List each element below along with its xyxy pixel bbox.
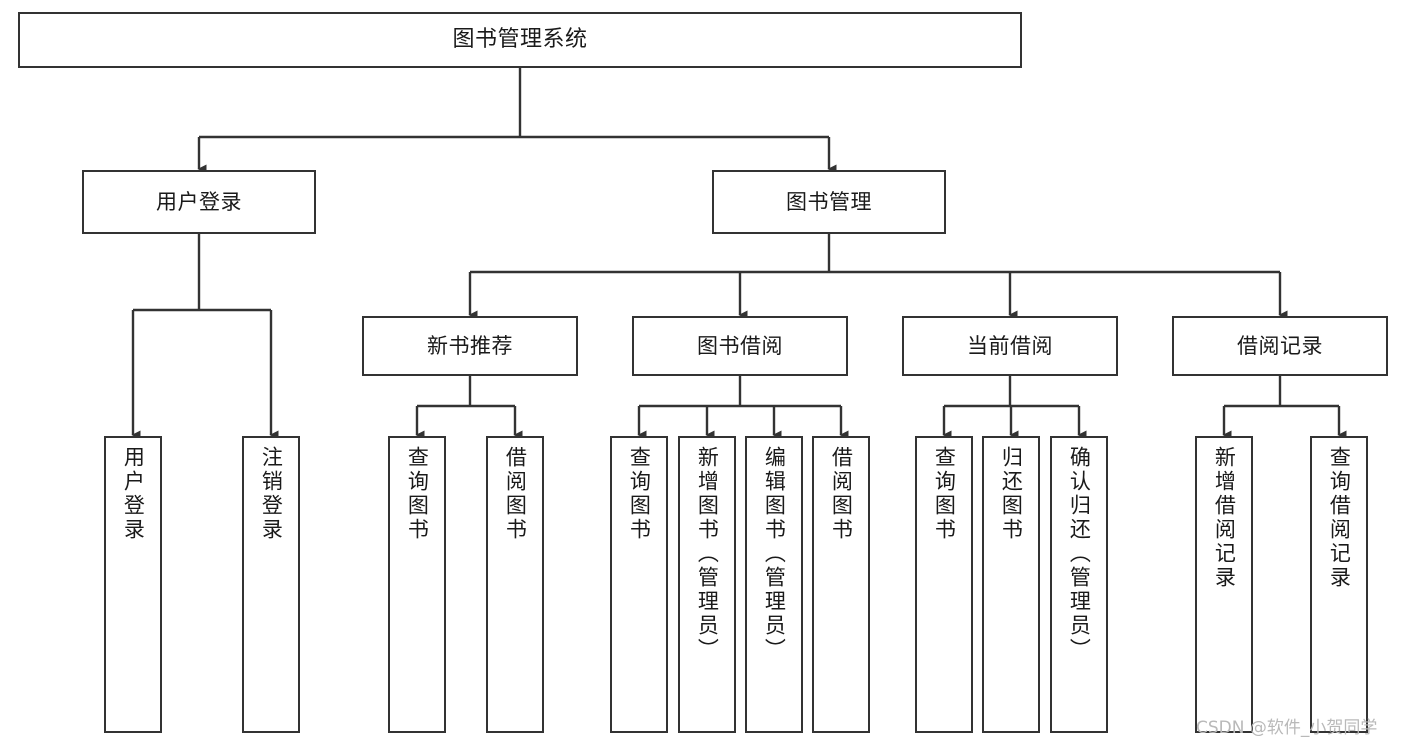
node-label: 新增借阅记录 [1212,446,1237,590]
node-new-book-recommend[interactable]: 新书推荐 [362,316,578,376]
node-leaf-query-book-1[interactable]: 查询图书 [388,436,446,733]
node-label: 当前借阅 [967,333,1053,358]
node-label: 图书管理 [786,189,872,214]
node-leaf-query-record[interactable]: 查询借阅记录 [1310,436,1368,733]
node-book-management[interactable]: 图书管理 [712,170,946,234]
node-label: 新书推荐 [427,333,513,358]
node-root[interactable]: 图书管理系统 [18,12,1022,68]
node-label: 确认归还（管理员） [1067,446,1092,662]
node-current-borrow[interactable]: 当前借阅 [902,316,1118,376]
node-leaf-user-login[interactable]: 用户登录 [104,436,162,733]
node-leaf-add-record[interactable]: 新增借阅记录 [1195,436,1253,733]
node-label: 新增图书（管理员） [695,446,720,662]
node-label: 用户登录 [156,189,242,214]
node-label: 查询图书 [627,446,652,542]
node-label: 借阅图书 [503,446,528,542]
node-leaf-query-book-2[interactable]: 查询图书 [610,436,668,733]
watermark-text: CSDN @软件_小贺同学 [1196,718,1378,738]
node-leaf-borrow-book-1[interactable]: 借阅图书 [486,436,544,733]
node-label: 编辑图书（管理员） [762,446,787,662]
node-leaf-edit-book[interactable]: 编辑图书（管理员） [745,436,803,733]
node-leaf-add-book[interactable]: 新增图书（管理员） [678,436,736,733]
node-leaf-logout[interactable]: 注销登录 [242,436,300,733]
node-leaf-confirm-return[interactable]: 确认归还（管理员） [1050,436,1108,733]
node-user-login[interactable]: 用户登录 [82,170,316,234]
node-label: 归还图书 [999,446,1024,542]
node-label: 查询图书 [405,446,430,542]
node-borrow-record[interactable]: 借阅记录 [1172,316,1388,376]
node-label: 图书借阅 [697,333,783,358]
node-leaf-borrow-book-2[interactable]: 借阅图书 [812,436,870,733]
node-label: 用户登录 [121,446,146,542]
node-label: 借阅图书 [829,446,854,542]
node-label: 注销登录 [259,446,284,542]
node-leaf-return-book[interactable]: 归还图书 [982,436,1040,733]
node-label: 借阅记录 [1237,333,1323,358]
node-label: 查询图书 [932,446,957,542]
node-label: 图书管理系统 [452,27,588,53]
node-label: 查询借阅记录 [1327,446,1352,590]
node-book-borrow[interactable]: 图书借阅 [632,316,848,376]
node-leaf-query-book-3[interactable]: 查询图书 [915,436,973,733]
